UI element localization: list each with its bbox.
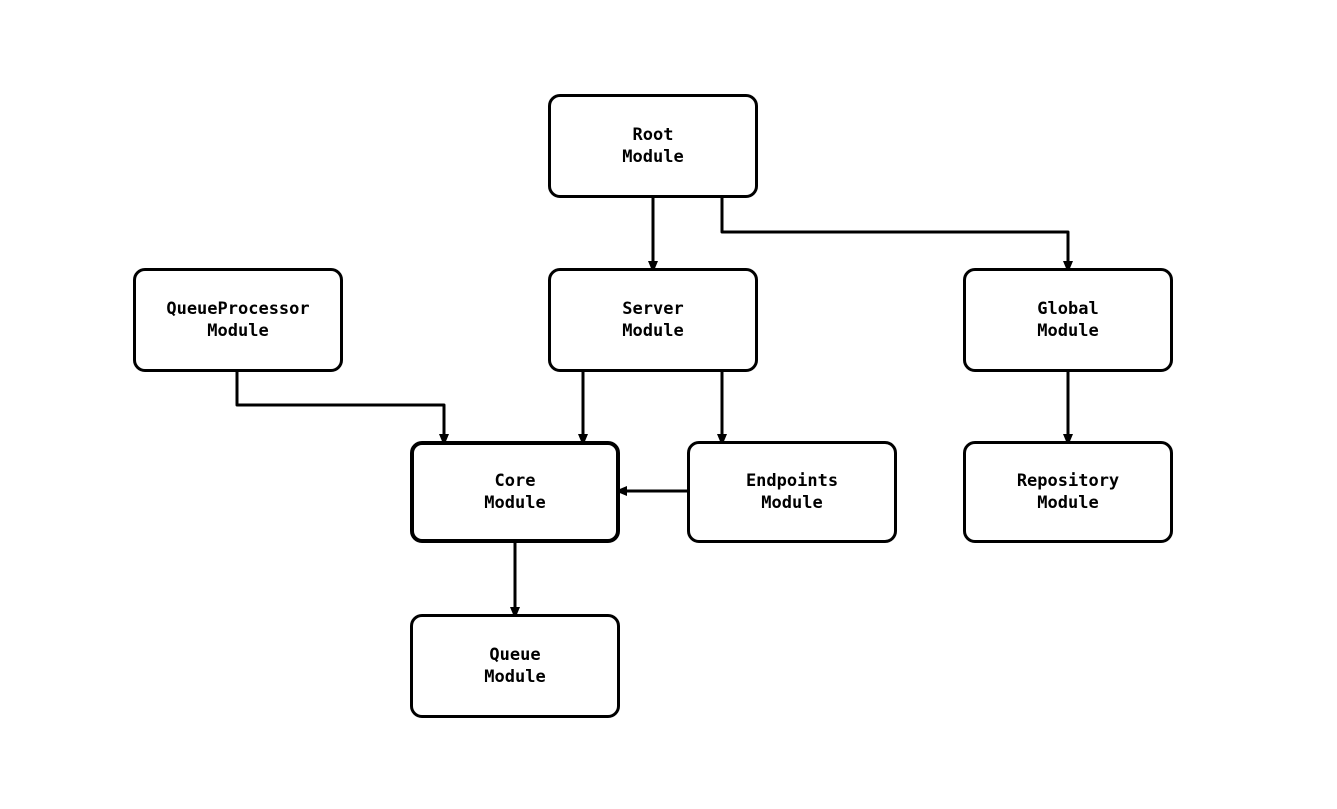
node-label-queue: Queue Module [484,645,546,687]
node-queueprocessor[interactable]: QueueProcessor Module [133,268,343,372]
node-server[interactable]: Server Module [548,268,758,372]
node-endpoints[interactable]: Endpoints Module [687,441,897,543]
edge-queueprocessor-to-core [235,372,449,446]
node-root[interactable]: Root Module [548,94,758,198]
node-repository[interactable]: Repository Module [963,441,1173,543]
node-core[interactable]: Core Module [410,441,620,543]
node-label-root: Root Module [622,125,684,167]
edge-root-to-global [720,198,1073,273]
node-global[interactable]: Global Module [963,268,1173,372]
node-queue[interactable]: Queue Module [410,614,620,718]
node-label-repository: Repository Module [1016,471,1120,513]
edges-group [235,198,1073,619]
node-label-core: Core Module [484,471,546,513]
node-label-global: Global Module [1037,299,1099,341]
node-label-queueprocessor: QueueProcessor Module [166,299,310,341]
node-label-endpoints: Endpoints Module [745,471,839,513]
node-label-server: Server Module [622,299,684,341]
